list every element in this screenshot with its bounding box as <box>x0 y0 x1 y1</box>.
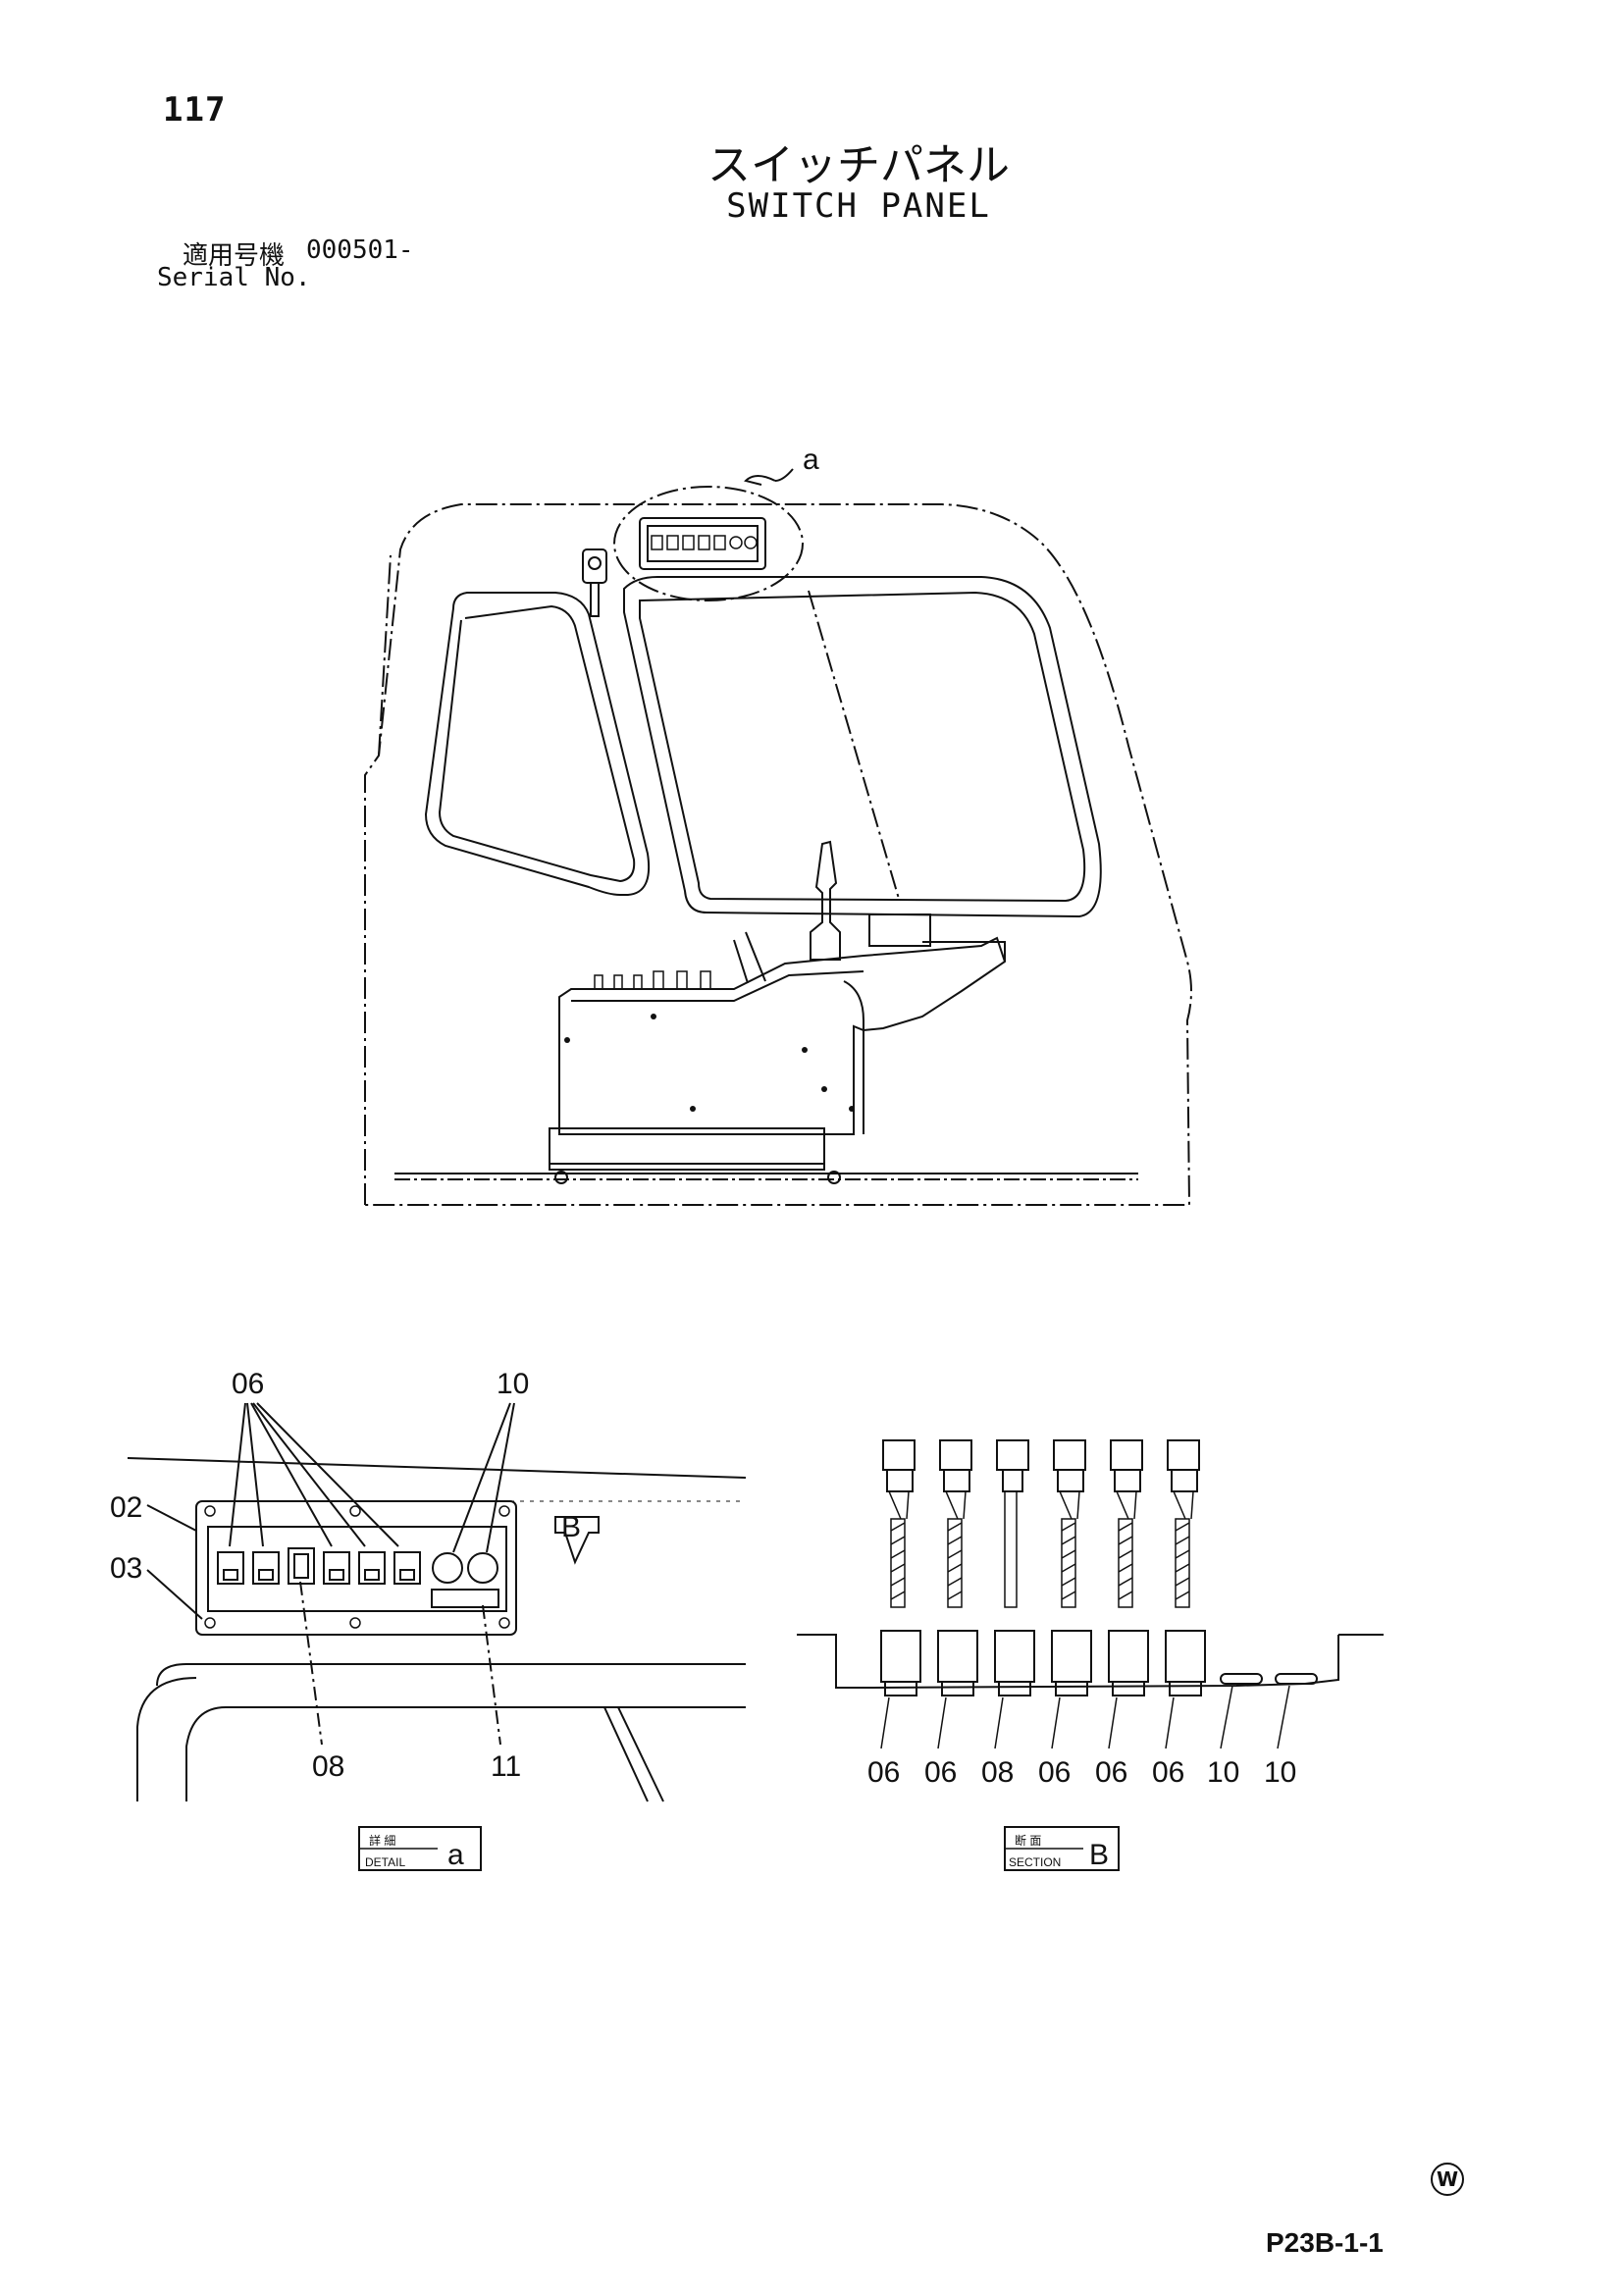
section-label-6: 06 <box>1152 1756 1184 1789</box>
section-label-2: 06 <box>924 1756 957 1789</box>
section-label-5: 06 <box>1095 1756 1127 1789</box>
section-caption-letter: B <box>1089 1839 1109 1871</box>
callout-06: 06 <box>232 1368 264 1400</box>
view-marker-b: B <box>561 1511 581 1543</box>
page-number: 117 <box>163 90 227 130</box>
detail-view <box>127 1402 747 1871</box>
callout-10: 10 <box>497 1368 529 1400</box>
section-label-7: 10 <box>1207 1756 1239 1789</box>
section-label-8: 10 <box>1264 1756 1296 1789</box>
detail-caption-jp: 詳 細 <box>369 1833 395 1848</box>
section-connectors <box>882 1439 1200 1492</box>
section-caption-jp: 断 面 <box>1015 1833 1041 1848</box>
section-label-4: 06 <box>1038 1756 1071 1789</box>
serial-label-english: Serial No. <box>157 263 311 292</box>
drawing-code: P23B-1-1 <box>1266 2227 1384 2258</box>
callout-08: 08 <box>312 1750 344 1783</box>
detail-caption-letter: a <box>447 1839 464 1871</box>
callout-02: 02 <box>110 1491 142 1524</box>
section-view <box>797 1439 1384 1871</box>
title-english: SWITCH PANEL <box>726 186 991 226</box>
section-label-1: 06 <box>867 1756 900 1789</box>
callout-a: a <box>803 444 819 476</box>
callout-11: 11 <box>491 1750 521 1783</box>
serial-value: 000501- <box>306 235 414 265</box>
serial-label-japanese: 適用号機 <box>183 241 286 271</box>
callout-03: 03 <box>110 1552 142 1585</box>
detail-caption-en: DETAIL <box>365 1855 405 1869</box>
w-circle-mark: W <box>1431 2163 1464 2196</box>
section-label-3: 08 <box>981 1756 1014 1789</box>
section-caption-en: SECTION <box>1009 1855 1061 1869</box>
title-japanese: スイッチパネル <box>707 140 1010 190</box>
cab-view <box>364 468 1192 1206</box>
